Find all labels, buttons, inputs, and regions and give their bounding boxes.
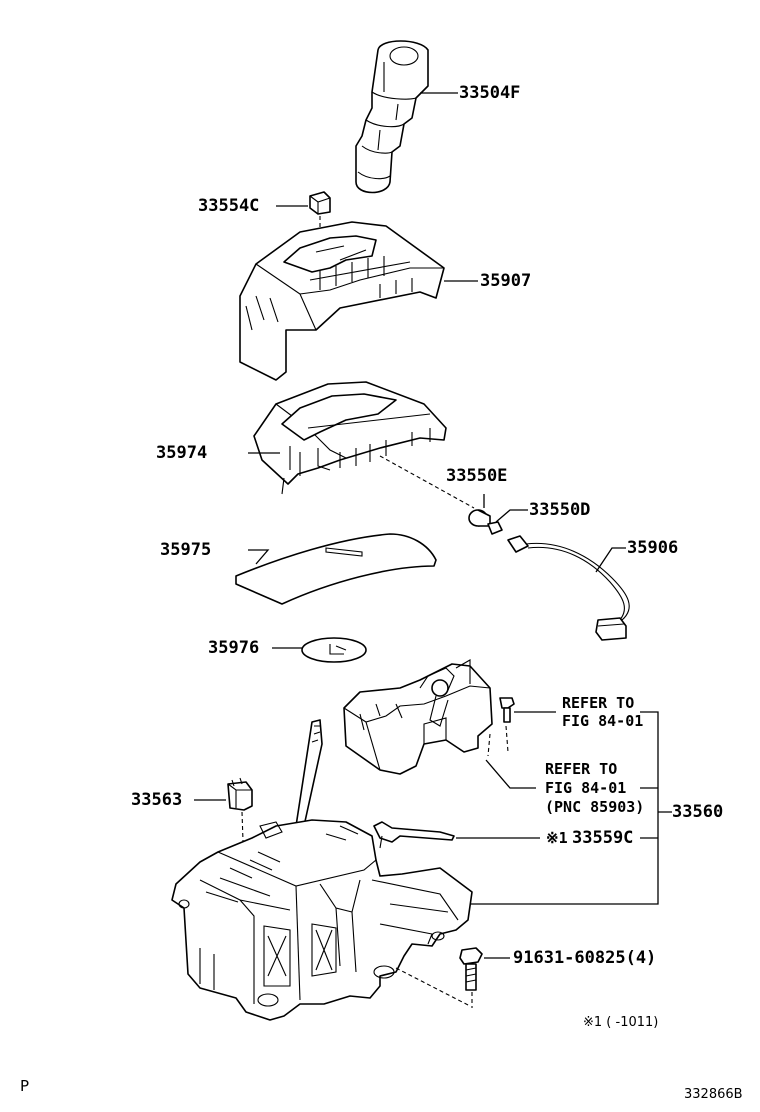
label-rod-mark: ※1 bbox=[546, 829, 568, 847]
leader-plate bbox=[248, 549, 270, 565]
label-upper-cover: 35907 bbox=[480, 271, 532, 291]
label-bulb: 33550E bbox=[446, 466, 508, 486]
label-wire: 35906 bbox=[627, 538, 679, 558]
shift-lever-assembly-part[interactable] bbox=[171, 719, 473, 1021]
label-plate: 35975 bbox=[160, 540, 212, 560]
label-rod: 33559C bbox=[572, 828, 634, 848]
leader-wire bbox=[595, 547, 626, 573]
label-refer-2-line1: REFER TO bbox=[545, 760, 618, 778]
label-refer-2-line3: (PNC 85903) bbox=[545, 798, 645, 816]
label-refer-1-line2: FIG 84-01 bbox=[562, 712, 644, 730]
slide-cover-part[interactable] bbox=[301, 637, 367, 663]
leader-assembly bbox=[470, 711, 672, 905]
label-diagram-id: 332866B bbox=[684, 1087, 743, 1102]
upper-cover-part[interactable] bbox=[239, 221, 445, 381]
label-bolt: 91631-60825(4) bbox=[513, 948, 657, 968]
wire-harness-part[interactable] bbox=[507, 535, 630, 641]
label-button: 33554C bbox=[198, 196, 260, 216]
socket-part[interactable] bbox=[487, 521, 503, 535]
label-indicator-housing: 35974 bbox=[156, 443, 208, 463]
screw-part[interactable] bbox=[499, 697, 515, 723]
leader-socket bbox=[495, 509, 528, 523]
shift-knob-part[interactable] bbox=[355, 40, 429, 194]
label-assembly: 33560 bbox=[672, 802, 724, 822]
bolt-part[interactable] bbox=[459, 947, 483, 991]
label-socket: 33550D bbox=[529, 500, 591, 520]
label-corner-letter: P bbox=[20, 1077, 30, 1095]
indicator-housing-part[interactable] bbox=[253, 381, 447, 495]
button-part[interactable] bbox=[309, 191, 331, 215]
shift-lock-stopper-part[interactable] bbox=[227, 777, 253, 811]
label-refer-1-line1: REFER TO bbox=[562, 694, 635, 712]
bulb-part[interactable] bbox=[468, 509, 491, 527]
label-refer-2-line2: FIG 84-01 bbox=[545, 779, 627, 797]
rod-part[interactable] bbox=[373, 821, 455, 849]
leader-refer-2 bbox=[485, 759, 536, 789]
label-shift-lock-stopper: 33563 bbox=[131, 790, 183, 810]
label-knob: 33504F bbox=[459, 83, 521, 103]
shift-lock-block-part[interactable] bbox=[343, 659, 493, 775]
plate-part[interactable] bbox=[235, 533, 437, 605]
label-slide-cover: 35976 bbox=[208, 638, 260, 658]
label-footnote: ※1 ( -1011) bbox=[583, 1015, 659, 1030]
